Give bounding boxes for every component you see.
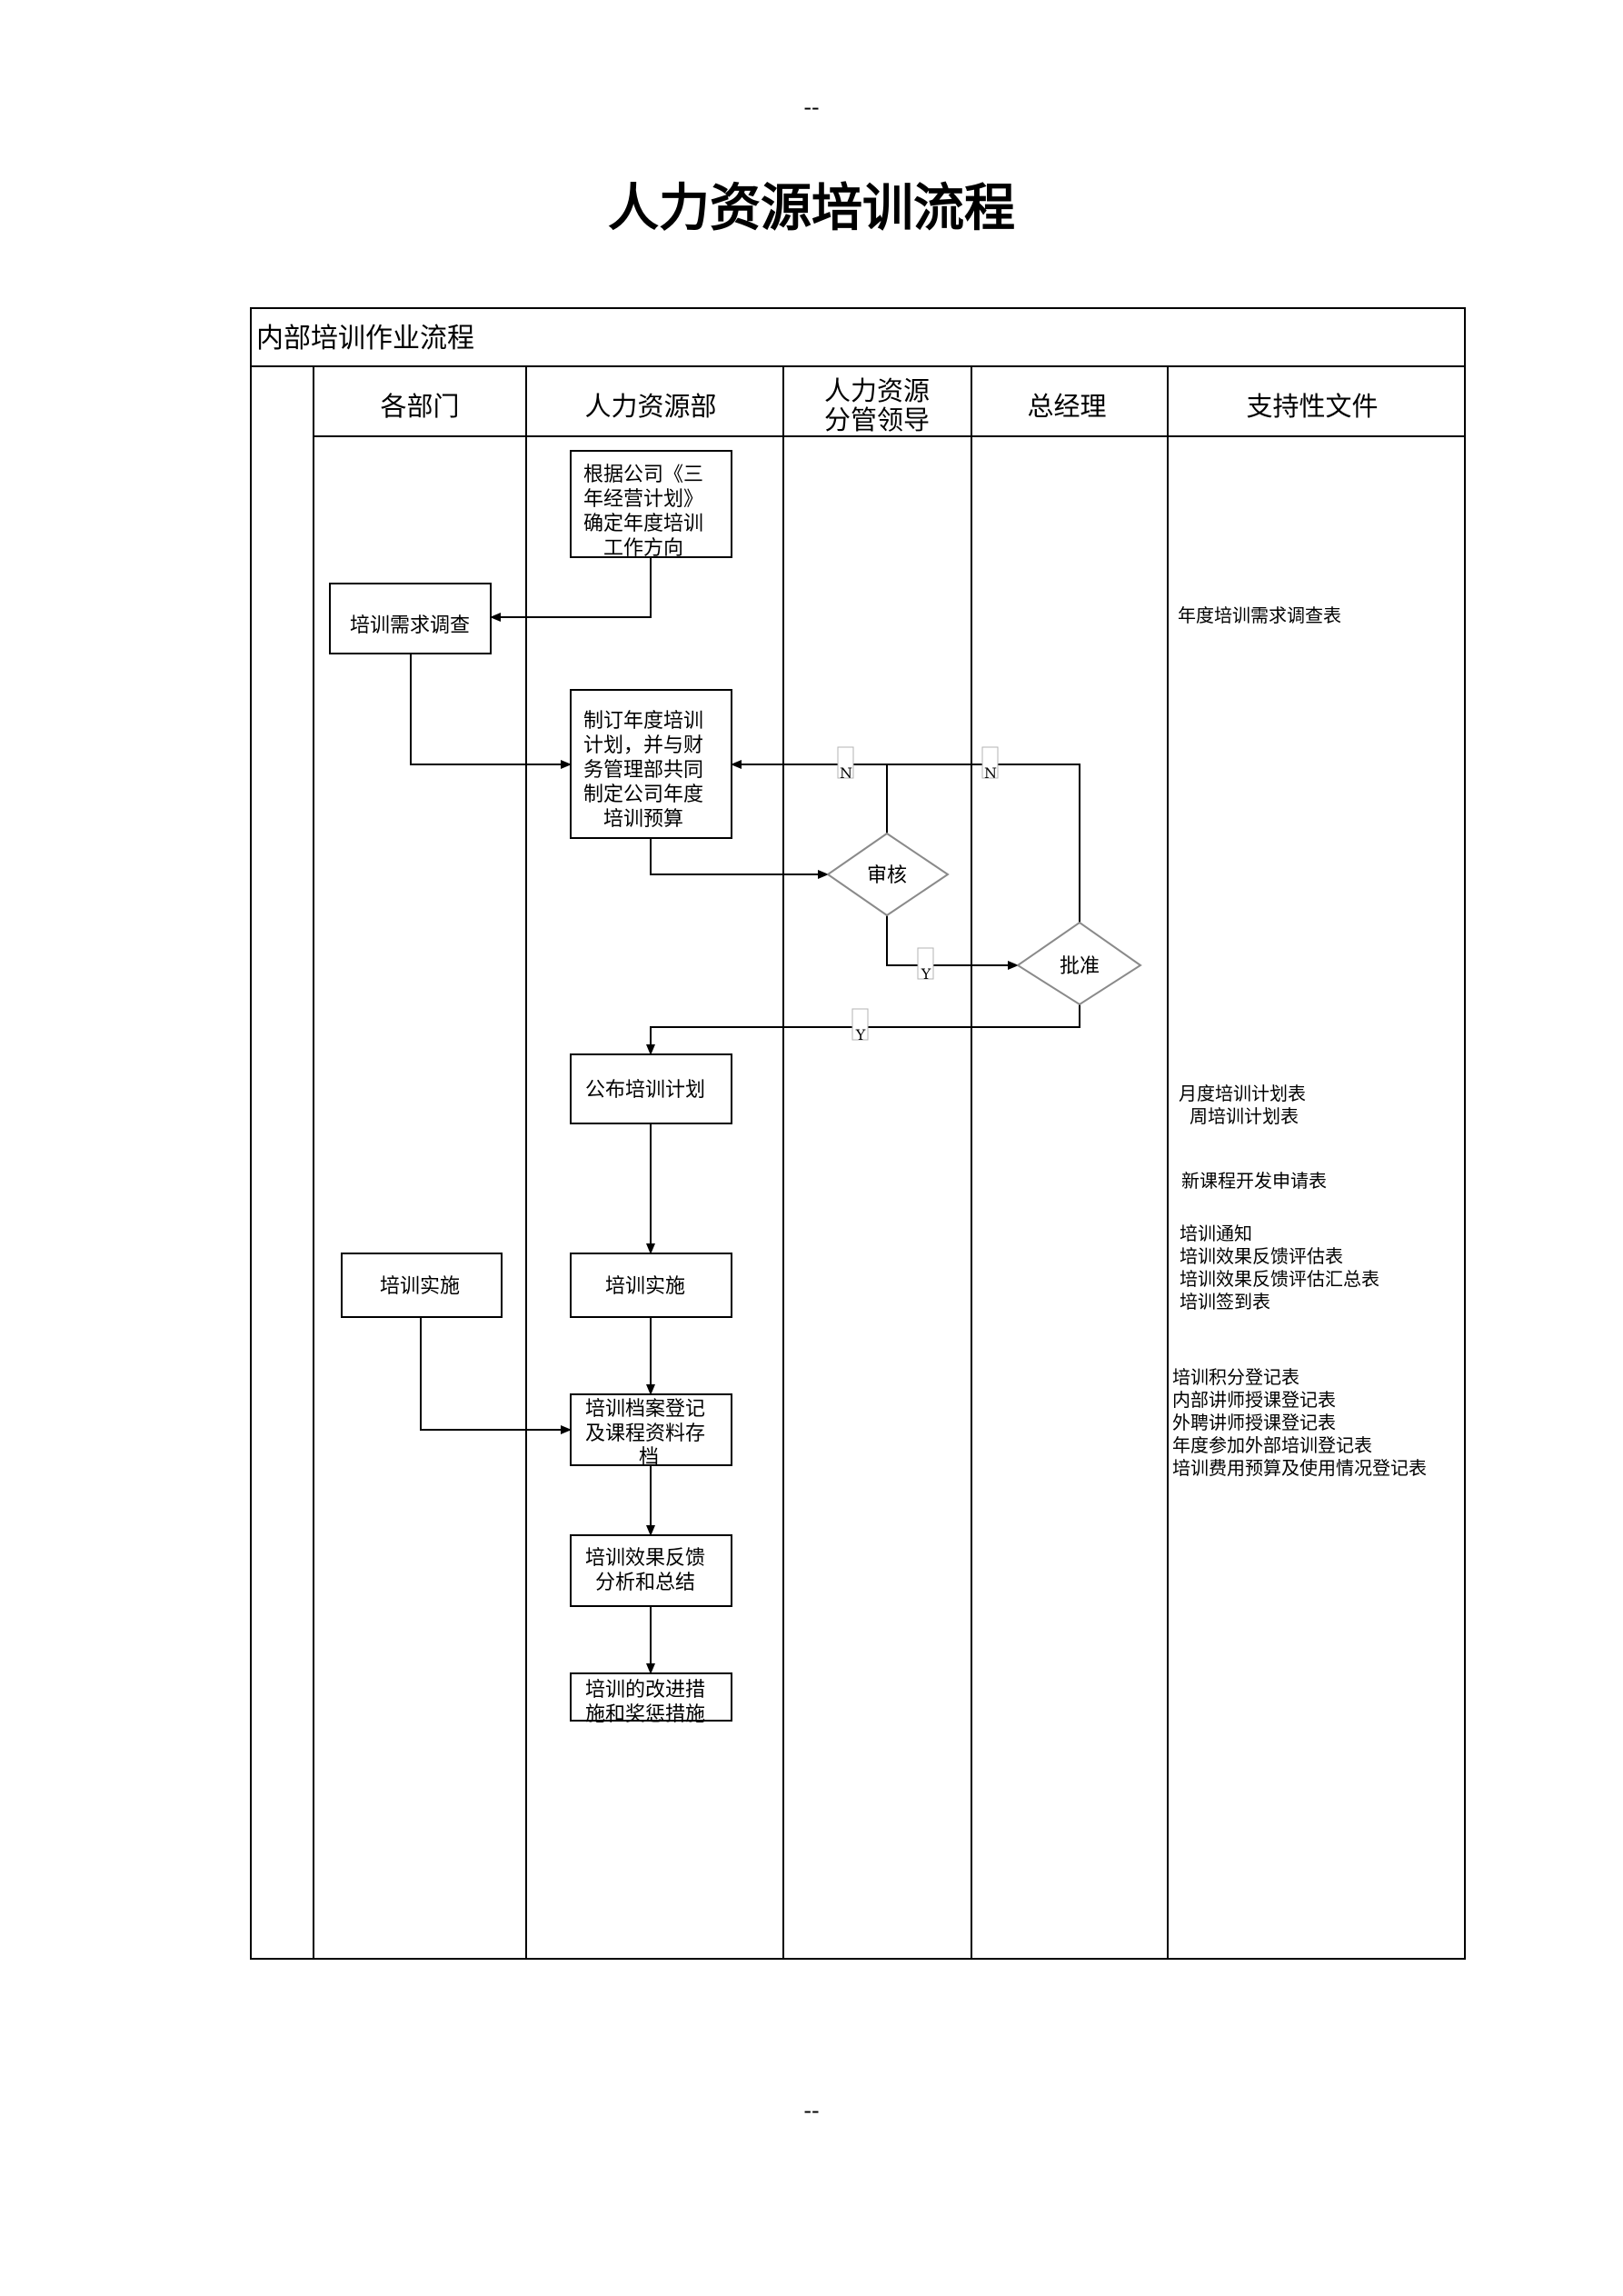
svg-text:Y: Y [921,965,931,983]
lane-header-hr-leader-line1: 人力资源 [824,375,930,406]
connectors [410,557,1080,1674]
svg-text:N: N [840,764,852,782]
process-boxes [329,450,732,1722]
doc-feedback-form: 培训效果反馈评估表 [1180,1245,1343,1267]
svg-text:务管理部共同: 务管理部共同 [583,759,703,782]
svg-text:分析和总结: 分析和总结 [595,1572,695,1594]
svg-text:培训的改进措: 培训的改进措 [585,1679,705,1702]
svg-text:确定年度培训: 确定年度培训 [583,513,703,535]
lane-header-general-manager: 总经理 [1027,391,1106,422]
svg-text:N: N [984,764,997,782]
section-title: 内部培训作业流程 [256,323,474,354]
approve-yes-marker: Y [851,1008,869,1043]
svg-text:培训实施: 培训实施 [605,1275,685,1298]
page-title: 人力资源培训流程 [608,179,1015,238]
box-implement-dept [341,1253,503,1318]
page-marker-bottom: -- [803,2098,820,2123]
support-documents: 年度培训需求调查表 月度培训计划表 周培训计划表 新课程开发申请表 培训通知 培… [1172,604,1427,1479]
diamond-review-label: 审核 [867,864,907,887]
doc-notice: 培训通知 [1180,1223,1252,1244]
box-annual-plan [570,689,732,839]
branch-markers: N N Y Y [837,746,999,1043]
svg-text:制订年度培训: 制订年度培训 [583,710,703,733]
lane-header-support-docs: 支持性文件 [1246,391,1378,422]
doc-feedback-summary: 培训效果反馈评估汇总表 [1180,1268,1379,1290]
box-needs-survey [329,583,492,654]
svg-text:档: 档 [639,1446,659,1469]
box-implement-hr [570,1253,732,1318]
svg-text:施和奖惩措施: 施和奖惩措施 [585,1703,705,1726]
svg-text:培训效果反馈: 培训效果反馈 [585,1547,705,1570]
lane-headers: 各部门 人力资源部 人力资源 分管领导 总经理 支持性文件 [380,375,1378,435]
lane-header-hr-leader-line2: 分管领导 [824,404,930,435]
page-marker-top: -- [803,95,820,120]
diamond-approve [1016,921,1142,1006]
svg-text:培训档案登记: 培训档案登记 [585,1398,705,1421]
diamond-review [826,832,950,917]
svg-text:Y: Y [855,1026,866,1043]
decision-diamonds [826,832,1142,1006]
box-publish-plan [570,1053,732,1124]
approve-no-marker: N [981,746,999,782]
svg-text:工作方向: 工作方向 [603,537,683,560]
table-frame [250,307,1466,1960]
doc-external-training: 年度参加外部培训登记表 [1172,1434,1372,1456]
svg-text:培训实施: 培训实施 [380,1275,460,1298]
doc-points: 培训积分登记表 [1172,1366,1299,1388]
doc-monthly-plan: 月度培训计划表 [1179,1083,1306,1104]
lane-header-hr-department: 人力资源部 [584,391,716,422]
svg-text:培训预算: 培训预算 [603,808,683,831]
svg-text:根据公司《三: 根据公司《三 [583,464,703,486]
review-no-marker: N [837,746,854,782]
diamond-approve-label: 批准 [1060,955,1100,978]
doc-internal-lecturer: 内部讲师授课登记表 [1172,1389,1336,1411]
doc-external-lecturer: 外聘讲师授课登记表 [1172,1412,1336,1433]
box-feedback [570,1534,732,1607]
svg-text:及课程资料存: 及课程资料存 [585,1423,705,1445]
svg-text:公布培训计划: 公布培训计划 [585,1079,705,1102]
box-determine-direction [570,450,732,558]
box-archive [570,1393,732,1466]
doc-budget: 培训费用预算及使用情况登记表 [1172,1457,1427,1479]
doc-needs-survey: 年度培训需求调查表 [1178,604,1341,626]
doc-weekly-plan: 周培训计划表 [1190,1105,1299,1127]
lane-header-departments: 各部门 [380,391,459,422]
svg-text:计划，并与财: 计划，并与财 [583,734,703,757]
review-yes-marker: Y [917,947,934,983]
box-improvement [570,1672,732,1722]
doc-sign-in: 培训签到表 [1180,1291,1270,1313]
svg-text:年经营计划》: 年经营计划》 [583,488,703,511]
doc-course-application: 新课程开发申请表 [1181,1170,1327,1192]
box-labels: 根据公司《三 年经营计划》 确定年度培训 工作方向 培训需求调查 制订年度培训 … [350,464,1100,1726]
svg-text:制定公司年度: 制定公司年度 [583,784,703,806]
svg-text:培训需求调查: 培训需求调查 [350,614,470,637]
